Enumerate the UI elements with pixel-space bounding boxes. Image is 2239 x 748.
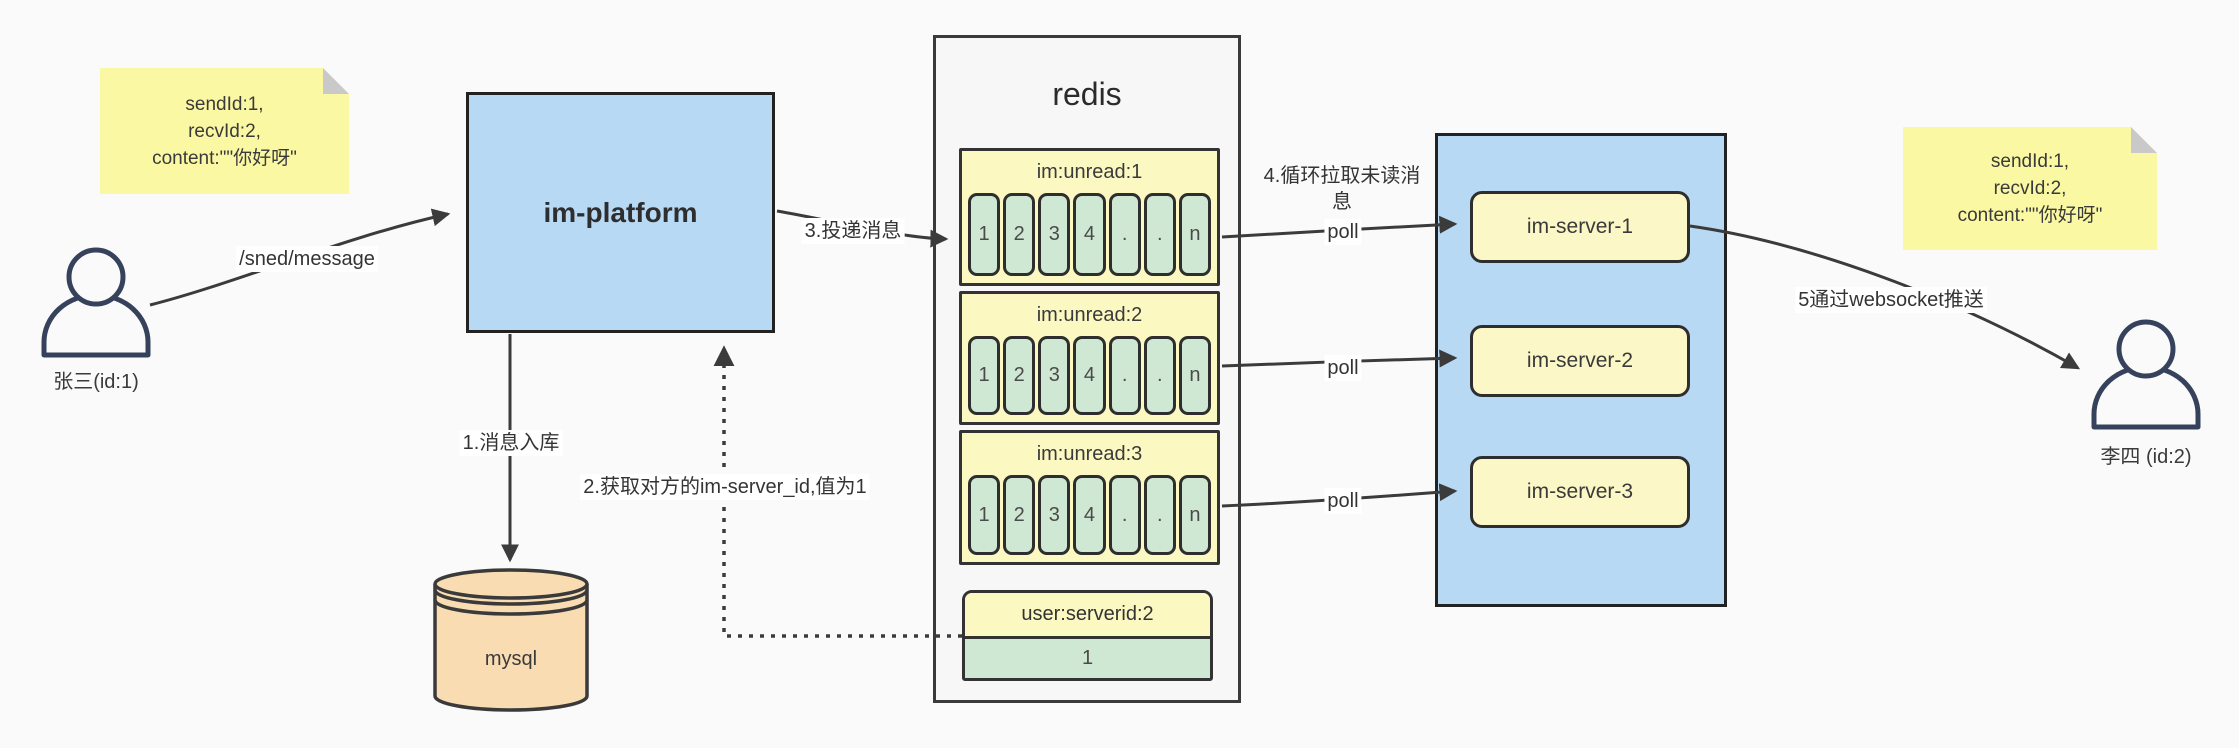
queue-cell: 2 xyxy=(1003,475,1036,555)
queue-cell: 2 xyxy=(1003,336,1036,415)
queue-cell: 3 xyxy=(1038,475,1071,555)
im-server-1-box: im-server-1 xyxy=(1470,191,1690,263)
queue-cell: 3 xyxy=(1038,193,1071,276)
note-line: sendId:1, xyxy=(1990,151,2070,172)
sticky-note-message-left: sendId:1, recvId:2, content:""你好呀" xyxy=(100,68,349,194)
note-fold-icon xyxy=(323,68,349,94)
queue-header: im:unread:2 xyxy=(1036,304,1143,326)
queue-cell: 3 xyxy=(1038,336,1071,415)
queue-cell: . xyxy=(1108,193,1141,276)
sender-user-icon xyxy=(41,247,151,358)
redis-container: redis im:unread:1 1 2 3 4 . . n im:unrea… xyxy=(933,35,1241,703)
mapping-header: user:serverid:2 xyxy=(965,593,1210,639)
queue-cells: 1 2 3 4 . . n xyxy=(968,336,1211,415)
queue-cell: n xyxy=(1178,193,1211,276)
queue-cell: 1 xyxy=(968,475,1001,555)
receiver-user-icon xyxy=(2091,319,2201,430)
queue-cell: . xyxy=(1143,475,1176,555)
edge-store-label: 1.消息入库 xyxy=(459,430,563,456)
queue-cell: 4 xyxy=(1073,193,1106,276)
queue-cell: . xyxy=(1108,336,1141,415)
note-line: content:""你好呀" xyxy=(1957,205,2103,226)
queue-cell: 4 xyxy=(1073,475,1106,555)
edge-send-label: /sned/message xyxy=(236,246,378,272)
queue-cells: 1 2 3 4 . . n xyxy=(968,475,1211,555)
receiver-label: 李四 (id:2) xyxy=(2100,446,2192,468)
edge-push-label: 5通过websocket推送 xyxy=(1795,287,1987,313)
queue-cell: 1 xyxy=(968,336,1001,415)
im-platform-label: im-platform xyxy=(543,196,698,228)
edge-pull-label: 4.循环拉取未读消息 xyxy=(1263,165,1421,213)
redis-title: redis xyxy=(1052,76,1122,112)
sender-label: 张三(id:1) xyxy=(53,371,139,393)
edge-deliver-label: 3.投递消息 xyxy=(801,218,905,244)
mapping-value: 1 xyxy=(965,639,1210,678)
edge-lookup-label: 2.获取对方的im-server_id,值为1 xyxy=(580,474,870,500)
queue-header: im:unread:1 xyxy=(1036,161,1143,183)
redis-queue-unread-2: im:unread:2 1 2 3 4 . . n xyxy=(959,291,1220,425)
note-fold-icon xyxy=(2131,127,2157,153)
edge-poll-1-label: poll xyxy=(1324,219,1362,245)
im-server-3-box: im-server-3 xyxy=(1470,456,1690,528)
im-server-3-label: im-server-3 xyxy=(1526,480,1634,503)
note-line: content:""你好呀" xyxy=(152,147,297,169)
note-line: sendId:1, xyxy=(185,93,264,115)
redis-user-serverid-box: user:serverid:2 1 xyxy=(962,590,1213,681)
note-line: recvId:2, xyxy=(188,120,261,142)
database-cylinder-icon xyxy=(433,568,589,712)
redis-queue-unread-3: im:unread:3 1 2 3 4 . . n xyxy=(959,430,1220,565)
im-server-1-label: im-server-1 xyxy=(1526,215,1634,238)
queue-cell: n xyxy=(1178,336,1211,415)
queue-cell: 2 xyxy=(1003,193,1036,276)
im-server-2-box: im-server-2 xyxy=(1470,325,1690,397)
queue-header: im:unread:3 xyxy=(1036,443,1143,465)
queue-cell: . xyxy=(1143,336,1176,415)
queue-cell: . xyxy=(1143,193,1176,276)
queue-cell: n xyxy=(1178,475,1211,555)
sticky-note-message-right: sendId:1, recvId:2, content:""你好呀" xyxy=(1903,127,2157,250)
im-server-cluster-box: im-server-1 im-server-2 im-server-3 xyxy=(1435,133,1727,607)
note-line: recvId:2, xyxy=(1993,178,2067,199)
edge-poll-3-label: poll xyxy=(1324,488,1362,514)
queue-cell: 4 xyxy=(1073,336,1106,415)
im-platform-box: im-platform xyxy=(466,92,775,333)
edge-poll-2-label: poll xyxy=(1324,355,1362,381)
queue-cell: . xyxy=(1108,475,1141,555)
queue-cell: 1 xyxy=(968,193,1001,276)
redis-queue-unread-1: im:unread:1 1 2 3 4 . . n xyxy=(959,148,1220,286)
queue-cells: 1 2 3 4 . . n xyxy=(968,193,1211,276)
im-server-2-label: im-server-2 xyxy=(1526,349,1634,372)
mysql-label: mysql xyxy=(484,648,538,670)
